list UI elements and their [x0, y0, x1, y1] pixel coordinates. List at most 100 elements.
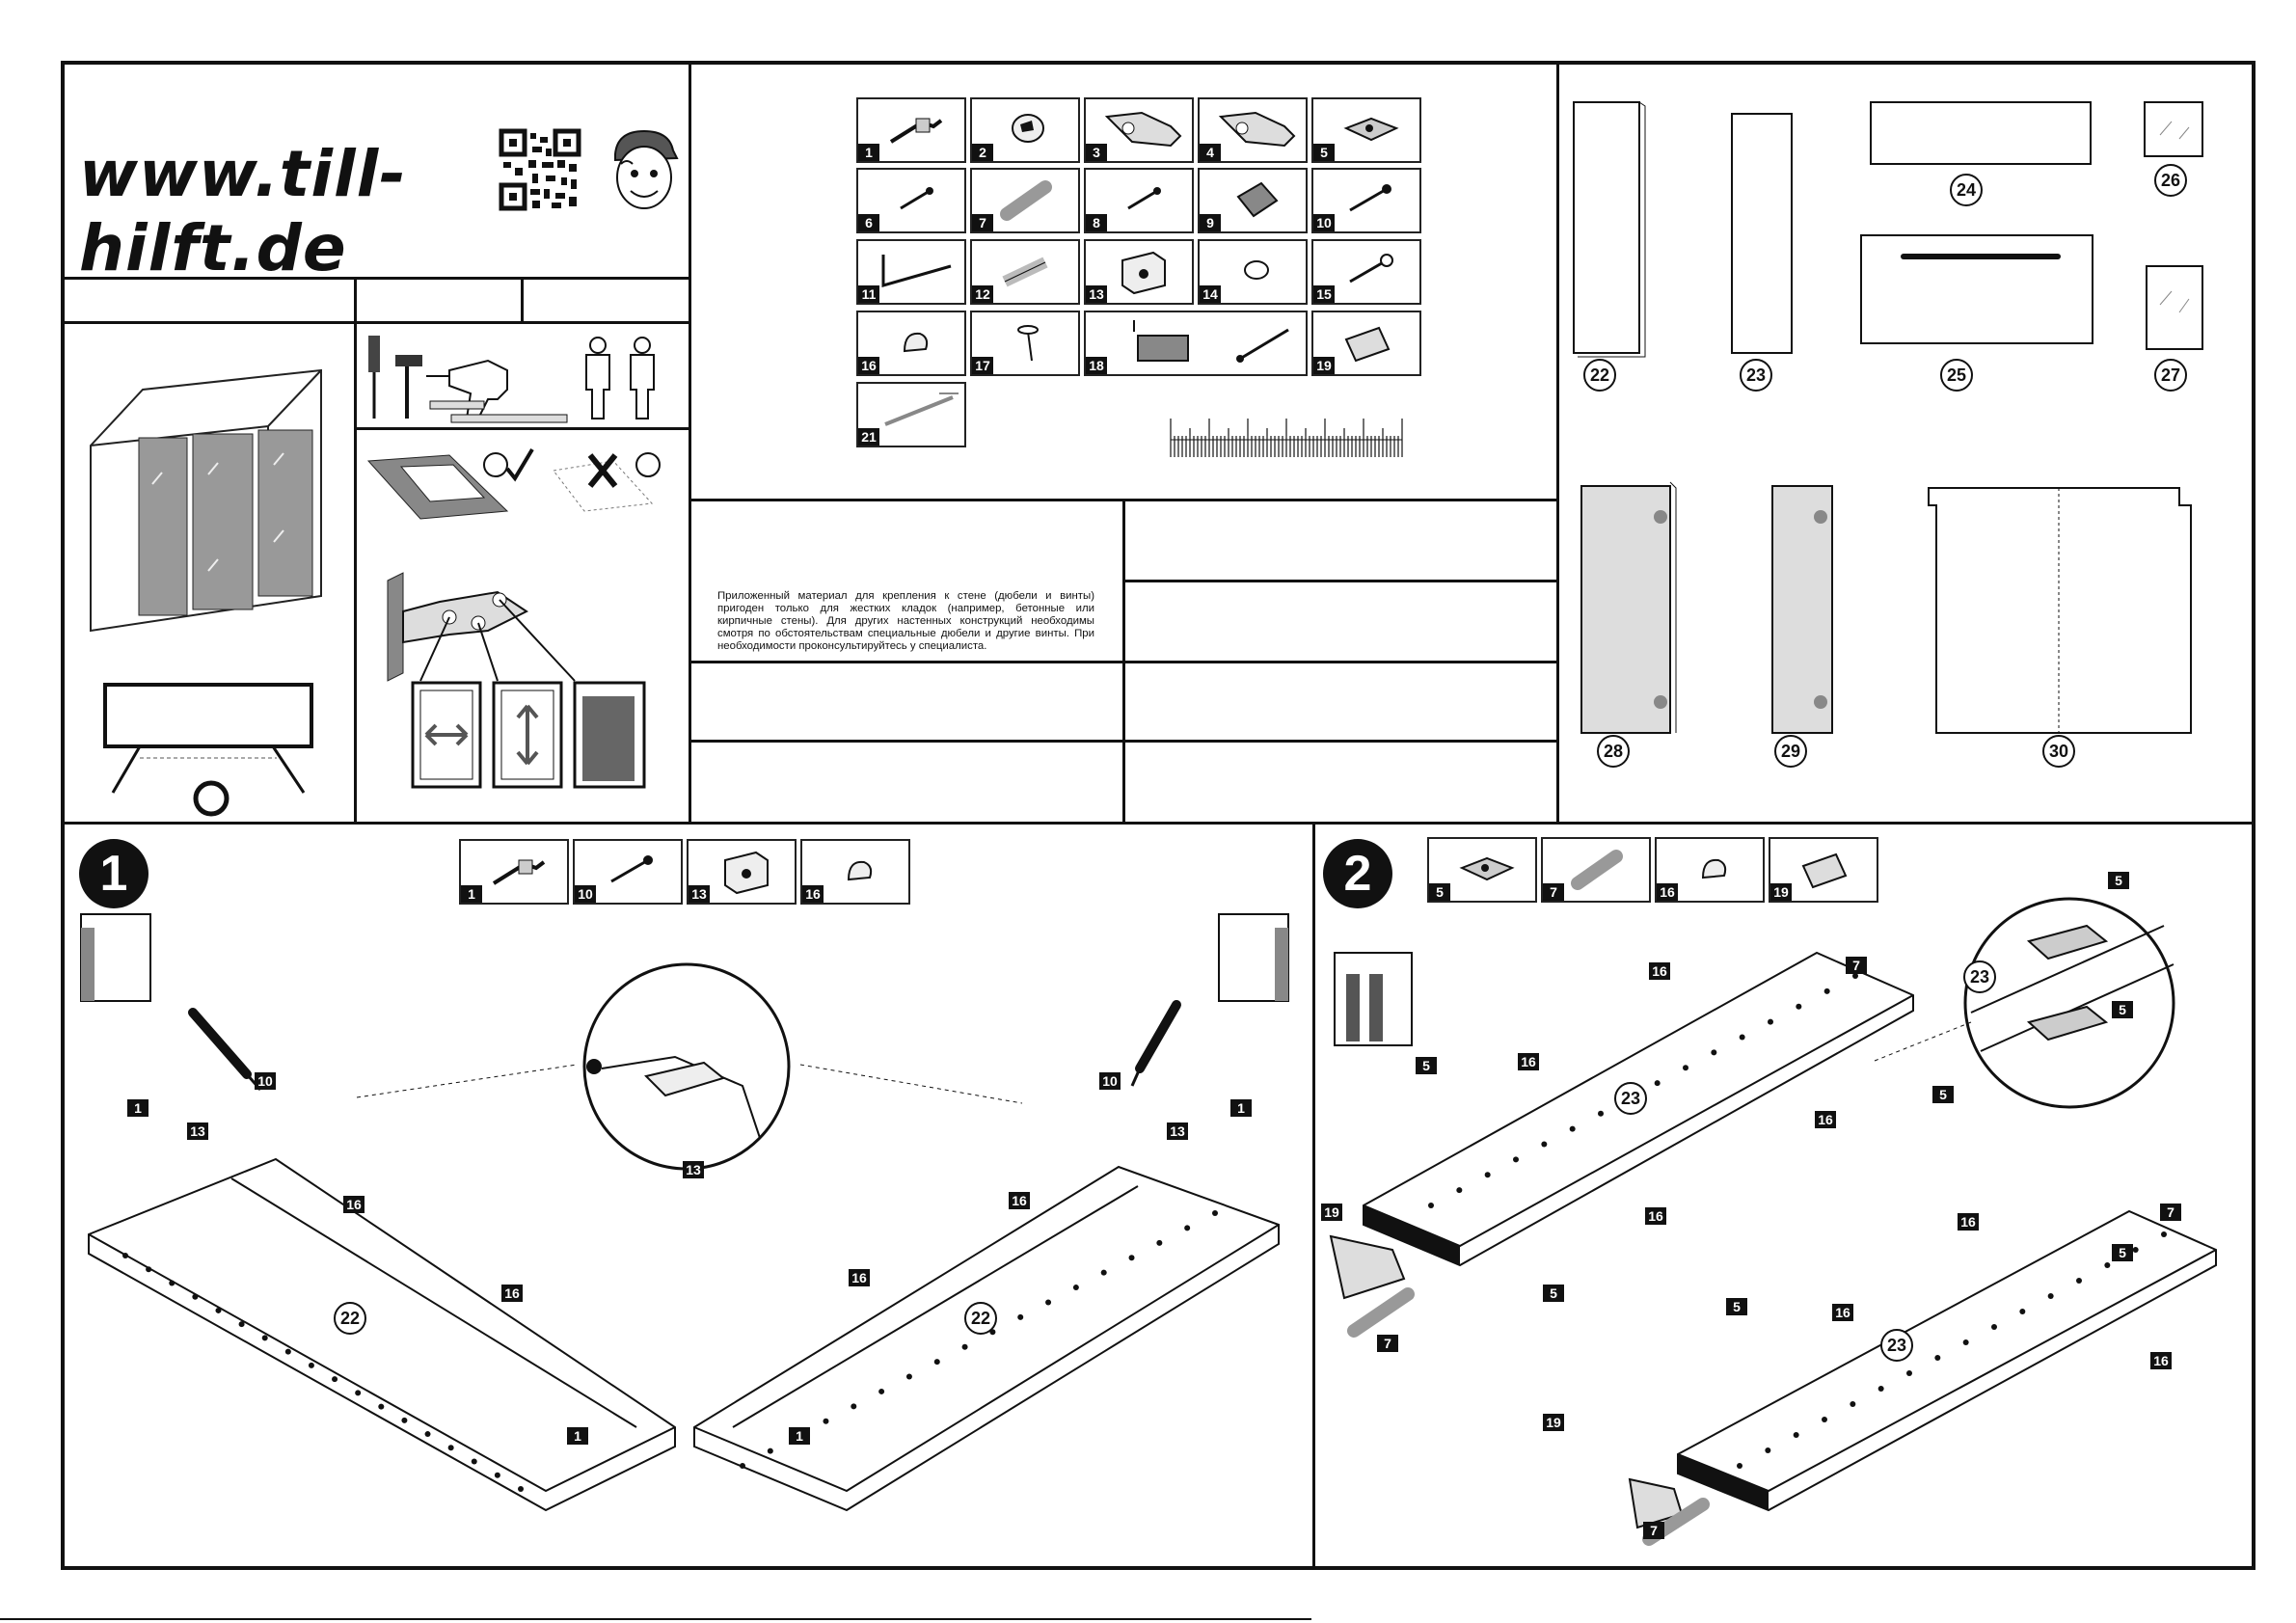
callout-tag: 7: [1643, 1522, 1664, 1539]
part-tile[interactable]: 18: [1084, 311, 1308, 376]
part-number: 14: [1200, 285, 1221, 303]
glue-tube-icon: [1801, 852, 1848, 889]
callout-tag: 5: [2112, 1244, 2133, 1261]
shelf-support-icon: [903, 332, 929, 353]
wood-dowel-icon: [1000, 180, 1052, 221]
part-tile[interactable]: 19: [1769, 837, 1878, 903]
ruler-icon: [1170, 419, 1403, 457]
panels-diagram: [1573, 101, 2203, 734]
panel-number: 26: [2154, 164, 2187, 197]
hinge-adjust-icon: [387, 572, 646, 789]
part-tile[interactable]: 8: [1084, 168, 1194, 233]
logo-text[interactable]: www.till-hilft.de: [79, 137, 407, 285]
callout-tag: 1: [1230, 1099, 1252, 1117]
part-tile[interactable]: 16: [800, 839, 910, 905]
part-tile[interactable]: 10: [1311, 168, 1421, 233]
part-tile[interactable]: 5: [1427, 837, 1537, 903]
part-number: 11: [858, 285, 879, 303]
part-tile[interactable]: 7: [1541, 837, 1651, 903]
panel-number: 23: [1963, 960, 1996, 993]
part-tile[interactable]: 17: [970, 311, 1080, 376]
callout-tag: 1: [789, 1427, 810, 1445]
callout-tag: 16: [1009, 1192, 1030, 1209]
callout-tag: 5: [1416, 1057, 1437, 1074]
wood-dowel-icon: [1571, 850, 1623, 890]
cam-lock-icon: [1012, 114, 1044, 143]
part-number: 1: [461, 885, 482, 903]
page-frame: [61, 61, 2255, 1570]
part-tile[interactable]: 12: [970, 239, 1080, 305]
screw-icon: [1349, 254, 1393, 284]
glue-tube-icon: [1344, 326, 1391, 363]
divider: [1556, 63, 1559, 823]
callout-tag: 16: [1518, 1053, 1539, 1070]
part-number: 1: [858, 144, 879, 161]
part-tile[interactable]: 16: [856, 311, 966, 376]
mounting-plate-icon: [1343, 117, 1399, 142]
part-tile[interactable]: 14: [1198, 239, 1308, 305]
divider: [355, 427, 689, 430]
shelf-support-icon: [847, 860, 873, 881]
tv-wall-icon: [103, 683, 313, 817]
divider: [354, 277, 357, 823]
hinge-icon: [1104, 111, 1182, 148]
divider: [63, 822, 2254, 825]
part-tile[interactable]: 9: [1198, 168, 1308, 233]
part-number: 8: [1086, 214, 1107, 231]
part-tile[interactable]: 10: [573, 839, 683, 905]
bracket-icon: [724, 851, 769, 895]
panel-number: 24: [1950, 174, 1983, 206]
part-tile[interactable]: 6: [856, 168, 966, 233]
cabinet-preview-icon: [90, 368, 322, 633]
screw-icon: [1127, 187, 1161, 210]
callout-tag: 13: [187, 1123, 208, 1140]
callout-tag: 5: [1543, 1285, 1564, 1302]
wall-mounting-notice: Приложенный материал для крепления к сте…: [717, 590, 1094, 652]
part-number: 19: [1770, 883, 1792, 901]
part-tile[interactable]: 4: [1198, 97, 1308, 163]
part-tile[interactable]: 19: [1311, 311, 1421, 376]
panel-number: 28: [1597, 735, 1630, 768]
part-number: 3: [1086, 144, 1107, 161]
callout-tag: 13: [1167, 1123, 1188, 1140]
part-number: 12: [972, 285, 993, 303]
part-tile[interactable]: 1: [459, 839, 569, 905]
part-tile[interactable]: 21: [856, 382, 966, 447]
callout-tag: 19: [1321, 1204, 1342, 1221]
callout-tag: 16: [501, 1285, 523, 1302]
panel-number: 22: [334, 1302, 366, 1335]
panel-number: 25: [1940, 359, 1973, 392]
step1-assembly-diagram: [80, 913, 1289, 1512]
part-tile[interactable]: 13: [687, 839, 797, 905]
part-tile[interactable]: 1: [856, 97, 966, 163]
part-number: 7: [972, 214, 993, 231]
tools-icon: [368, 336, 655, 423]
cap-icon: [1244, 260, 1269, 280]
part-tile[interactable]: 11: [856, 239, 966, 305]
panel-number: 23: [1740, 359, 1772, 392]
mascot-face-icon: [614, 129, 679, 209]
part-tile[interactable]: 16: [1655, 837, 1765, 903]
part-number: 16: [1657, 883, 1678, 901]
part-tile[interactable]: 13: [1084, 239, 1194, 305]
part-tile[interactable]: 3: [1084, 97, 1194, 163]
panel-number: 22: [1583, 359, 1616, 392]
part-number: 6: [858, 214, 879, 231]
callout-tag: 5: [1932, 1086, 1954, 1103]
screw-icon: [900, 187, 933, 210]
part-number: 15: [1313, 285, 1335, 303]
divider: [1312, 823, 1315, 1569]
part-number: 16: [858, 357, 879, 374]
part-number: 7: [1543, 883, 1564, 901]
part-number: 2: [972, 144, 993, 161]
part-number: 13: [1086, 285, 1107, 303]
divider: [63, 277, 689, 280]
divider: [1122, 499, 1125, 823]
part-tile[interactable]: 5: [1311, 97, 1421, 163]
part-tile[interactable]: 2: [970, 97, 1080, 163]
callout-tag: 16: [1815, 1111, 1836, 1128]
part-number: 18: [1086, 357, 1107, 374]
part-tile[interactable]: 15: [1311, 239, 1421, 305]
part-tile[interactable]: 7: [970, 168, 1080, 233]
junction-box-icon: [1133, 320, 1289, 363]
